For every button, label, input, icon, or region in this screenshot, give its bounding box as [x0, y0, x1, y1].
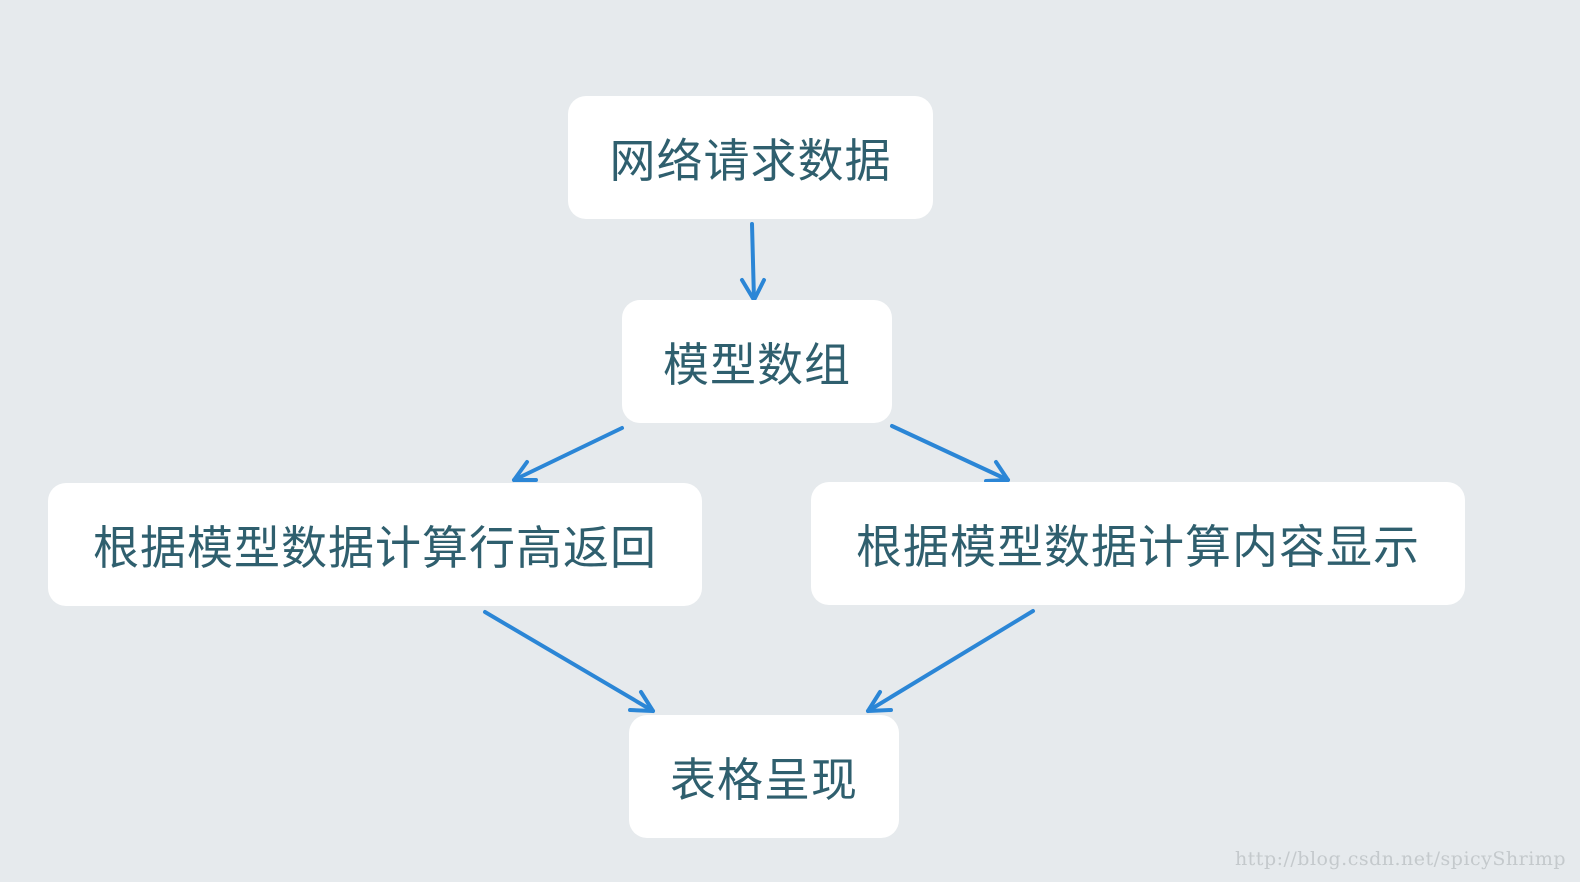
node-fetch-data: 网络请求数据: [568, 96, 933, 219]
node-model-array-label: 模型数组: [663, 337, 851, 392]
node-calc-row-height-label: 根据模型数据计算行高返回: [93, 520, 657, 575]
arrow-model-to-content: [890, 424, 1010, 483]
arrow-content-to-table: [866, 609, 1035, 713]
node-calc-content-label: 根据模型数据计算内容显示: [856, 519, 1420, 574]
node-table-render-label: 表格呈现: [670, 752, 858, 807]
node-calc-content: 根据模型数据计算内容显示: [811, 482, 1465, 605]
arrow-model-to-height: [512, 426, 624, 482]
node-fetch-data-label: 网络请求数据: [609, 133, 892, 188]
watermark: http://blog.csdn.net/spicyShrimp: [1234, 848, 1566, 870]
node-model-array: 模型数组: [622, 300, 892, 423]
node-calc-row-height: 根据模型数据计算行高返回: [48, 483, 702, 606]
arrow-fetch-to-model: [740, 222, 766, 302]
node-table-render: 表格呈现: [629, 715, 899, 838]
arrow-height-to-table: [483, 610, 655, 713]
